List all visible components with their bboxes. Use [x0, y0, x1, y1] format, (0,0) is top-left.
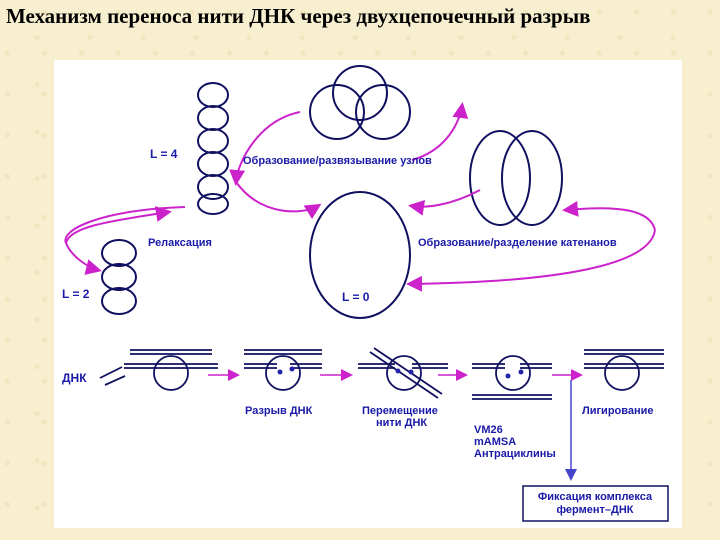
complex-label-2: фермент–ДНК	[556, 504, 633, 516]
step-transfer-label-2: нити ДНК	[376, 417, 427, 429]
supercoiled-dna-l4	[197, 82, 229, 215]
diagram-panel	[54, 60, 682, 528]
step-transfer-label-1: Перемещение	[362, 405, 438, 417]
relaxation-label: Релаксация	[148, 237, 212, 249]
mechanism-row	[99, 347, 664, 400]
inhibitor-mamsa: mAMSA	[474, 436, 516, 448]
linking-number-l2-label: L = 2	[62, 287, 90, 301]
relaxed-circle-l0	[309, 191, 411, 319]
inhibitor-vm26: VM26	[474, 424, 503, 436]
enzyme-dots	[277, 366, 524, 379]
knot-label: Образование/развязывание узлов	[243, 155, 432, 167]
slide-title: Механизм переноса нити ДНК через двухцеп…	[6, 4, 591, 28]
trefoil-knot	[309, 65, 411, 140]
complex-box	[522, 485, 669, 522]
supercoiled-dna-l2	[101, 239, 137, 315]
step-ligation-label: Лигирование	[582, 405, 654, 417]
complex-label-1: Фиксация комплекса	[538, 491, 653, 503]
inhibitor-anthracyclines: Антрациклины	[474, 448, 556, 460]
catenane	[469, 130, 563, 226]
linking-number-l4-label: L = 4	[150, 147, 178, 161]
cycle-arrows	[64, 102, 656, 292]
step-break-label: Разрыв ДНК	[245, 405, 313, 417]
linking-number-l0-label: L = 0	[342, 290, 370, 304]
catenane-label: Образование/разделение катенанов	[418, 237, 617, 249]
dna-label: ДНК	[62, 371, 87, 385]
